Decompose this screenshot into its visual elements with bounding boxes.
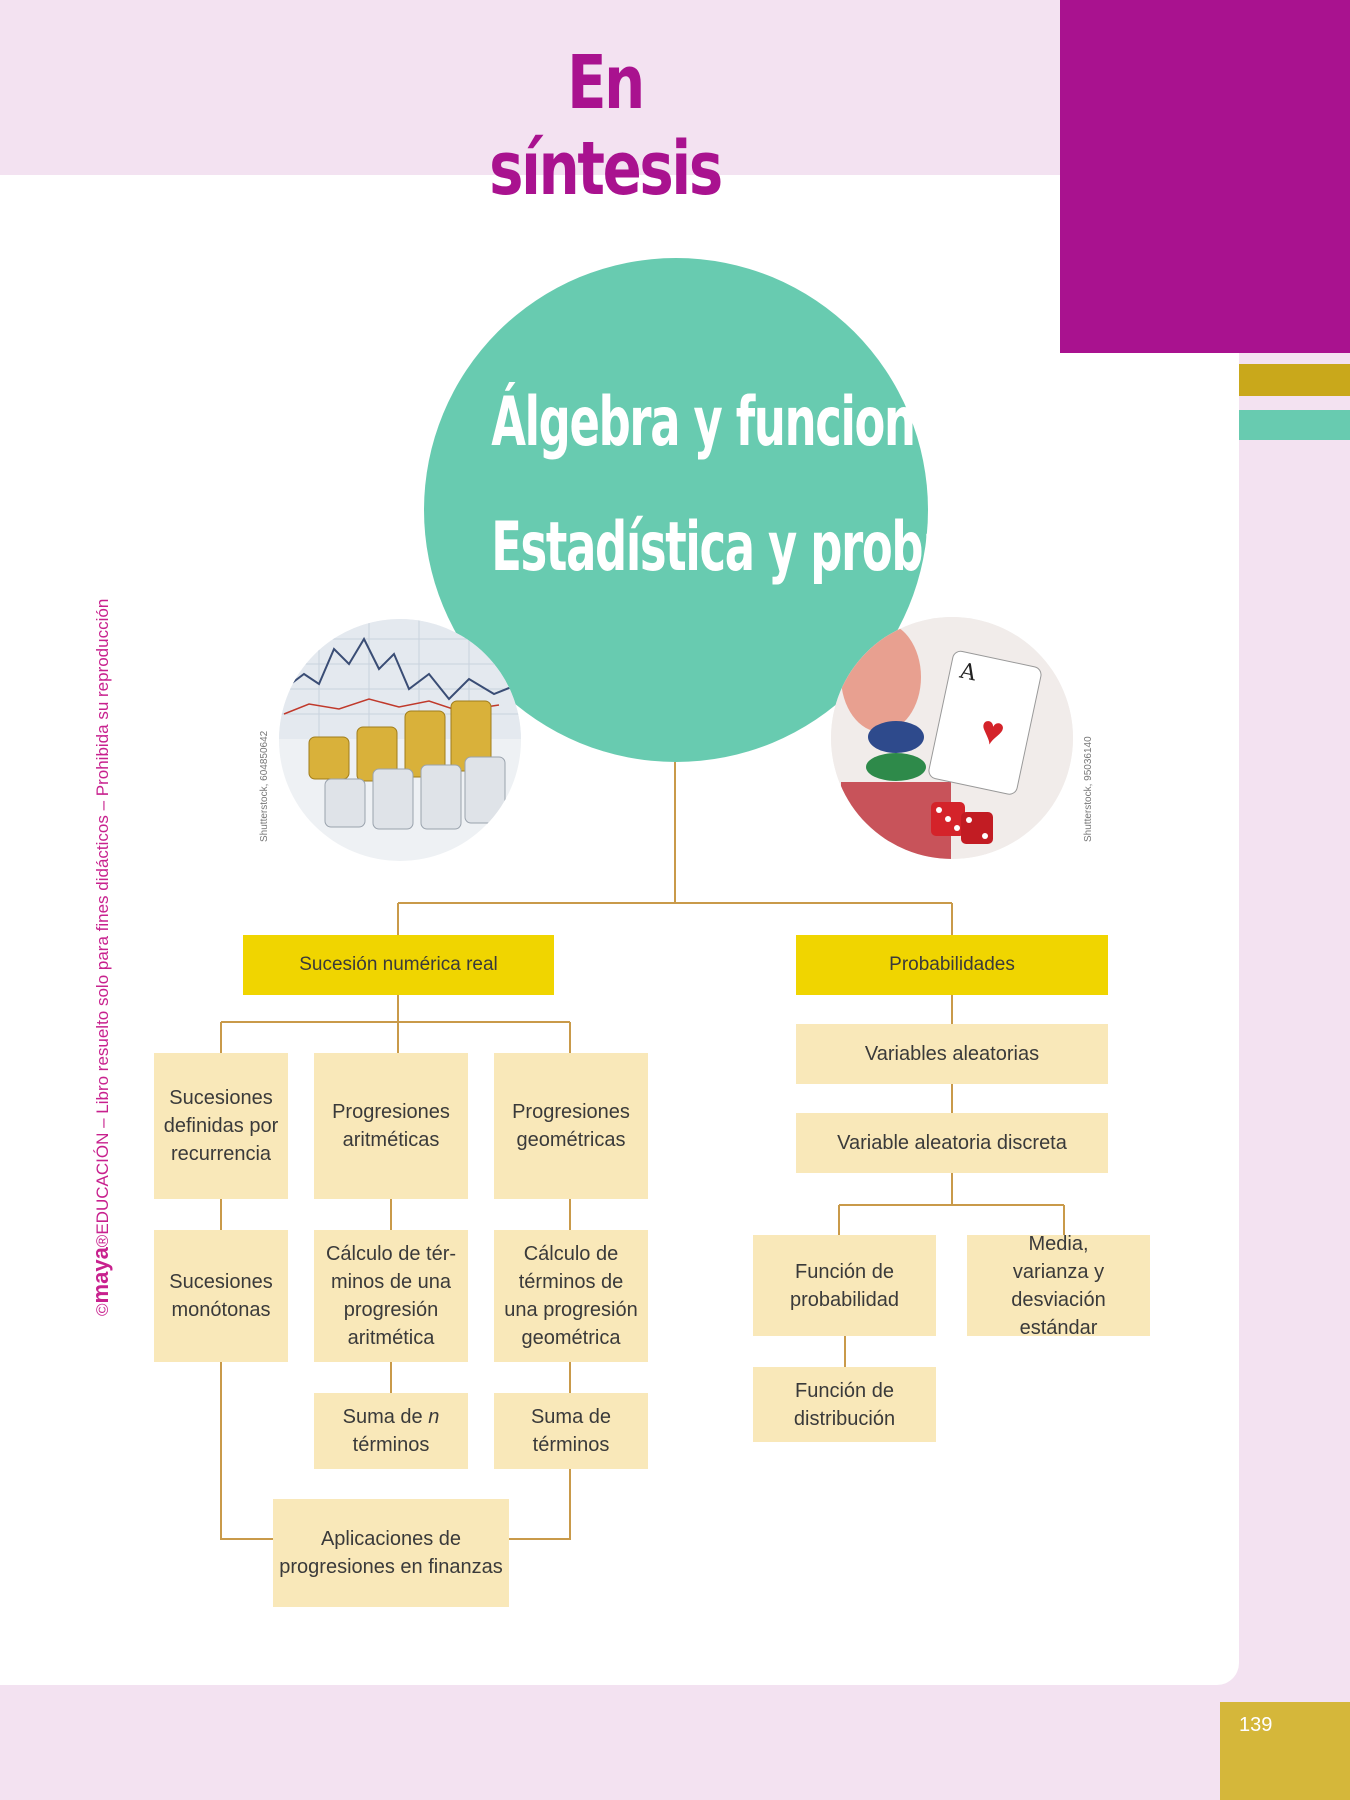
- node-label: Probabilidades: [889, 954, 1015, 975]
- page-title: En síntesis: [489, 40, 723, 212]
- cards-illustration: A ♥: [831, 617, 1073, 859]
- node-variable-aleatoria-discreta: Variable aleatoria discreta: [796, 1113, 1108, 1173]
- connector-left-head: [220, 995, 571, 1053]
- node-progresiones-aritmeticas: Progresiones aritméticas: [314, 1053, 468, 1199]
- connector-col1: [220, 1199, 273, 1540]
- node-label: Suma de n términos: [343, 1403, 440, 1459]
- label-variable: n: [428, 1406, 440, 1428]
- brand-logo: maya: [88, 1247, 113, 1304]
- connector-col3: [509, 1199, 571, 1540]
- node-label: Sucesiones monótonas: [169, 1271, 273, 1321]
- photo-credit-coins: Shutterstock, 604850642: [259, 730, 270, 842]
- node-suma-terminos: Suma de términos: [494, 1393, 648, 1469]
- node-label: Sucesión numérica real: [299, 954, 498, 975]
- node-label: Progresiones aritméticas: [332, 1101, 450, 1151]
- node-media-varianza: Media, varianza y desviación estándar: [967, 1233, 1150, 1339]
- node-sucesiones-recurrencia: Sucesiones definidas por recurrencia: [154, 1053, 288, 1199]
- node-label: Progresiones geométricas: [512, 1101, 630, 1151]
- node-label: Variables aleatorias: [864, 1043, 1040, 1065]
- node-sucesion-numerica-real: Sucesión numérica real: [243, 935, 554, 995]
- topic-title-statistics: Estadística y probabilidad: [491, 508, 1116, 587]
- photo-credit-cards: Shutterstock, 95036140: [1083, 736, 1094, 842]
- node-funcion-probabilidad: Función de probabilidad: [753, 1235, 936, 1336]
- copyright-note: ©maya®EDUCACIÓN – Libro resuelto solo pa…: [88, 599, 114, 1316]
- label-suffix: términos: [352, 1434, 430, 1456]
- node-aplicaciones-finanzas: Aplicaciones de progresiones en finanzas: [273, 1499, 509, 1607]
- node-label: Cálculo de tér-minos de una progresión a…: [325, 1243, 457, 1349]
- topic-circle: [424, 258, 928, 762]
- teal-stripe: [1239, 410, 1350, 440]
- node-sucesiones-monotonas: Sucesiones monótonas: [154, 1230, 288, 1362]
- node-label: Cálculo de términos de una progresión ge…: [504, 1243, 638, 1349]
- node-label: Variable aleatoria discreta: [837, 1132, 1067, 1154]
- node-probabilidades: Probabilidades: [796, 935, 1108, 995]
- connector-right: [838, 995, 1065, 1367]
- node-calculo-terminos-aritmetica: Cálculo de tér-minos de una progresión a…: [314, 1230, 468, 1362]
- node-label: Sucesiones definidas por recurrencia: [163, 1087, 279, 1165]
- node-label: Media, varianza y desviación estándar: [1011, 1232, 1106, 1339]
- node-funcion-distribucion: Función de distribución: [753, 1367, 936, 1442]
- page-number: 139: [1239, 1714, 1273, 1736]
- coins-illustration: [279, 619, 521, 830]
- node-label: Suma de términos: [530, 1406, 612, 1456]
- copyright-symbol: ©: [93, 1303, 112, 1316]
- node-variables-aleatorias: Variables aleatorias: [796, 1024, 1108, 1084]
- svg-text:A: A: [957, 659, 980, 687]
- node-label: Función de distribución: [793, 1379, 896, 1430]
- node-suma-n-terminos: Suma de n términos: [314, 1393, 468, 1469]
- connector-root: [397, 762, 953, 935]
- node-calculo-terminos-geometrica: Cálculo de términos de una progresión ge…: [494, 1230, 648, 1362]
- corner-decoration: [1060, 0, 1350, 353]
- coins-photo: [279, 619, 521, 861]
- node-progresiones-geometricas: Progresiones geométricas: [494, 1053, 648, 1199]
- node-label: Función de probabilidad: [790, 1260, 899, 1311]
- gold-stripe: [1239, 364, 1350, 396]
- page-number-tab: [1220, 1702, 1350, 1800]
- registered-symbol: ®: [93, 1234, 112, 1248]
- copyright-text: EDUCACIÓN – Libro resuelto solo para fin…: [93, 598, 112, 1235]
- cards-photo: A ♥: [831, 617, 1073, 859]
- node-label: Aplicaciones de progresiones en finanzas: [279, 1528, 503, 1578]
- topic-title-algebra: Álgebra y funciones: [491, 383, 970, 462]
- label-prefix: Suma de: [342, 1406, 423, 1428]
